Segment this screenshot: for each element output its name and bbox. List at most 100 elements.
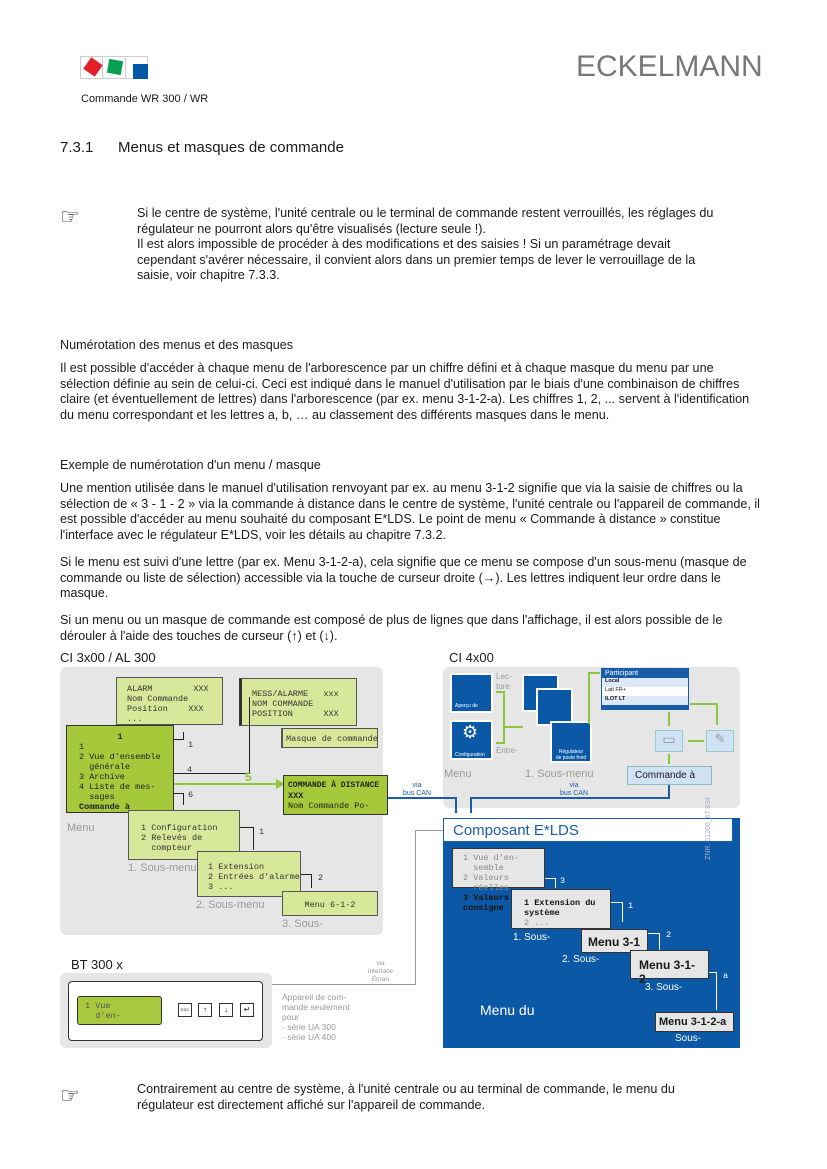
note-1-text: Si le centre de système, l'unité central… [137, 206, 714, 236]
elds-main-menu: 1 Vue d'en- semble 2 Valeurs réelles [452, 848, 545, 893]
lcd-line: 4 Liste de mes- [79, 782, 156, 792]
doc-subtitle: Commande WR 300 / WR [81, 93, 209, 105]
lcd-line: NOM COMMANDE [252, 699, 314, 709]
lcd-line: ALARM XXX [127, 684, 209, 694]
configuration-tile[interactable]: Configuration [450, 720, 493, 760]
arrow-label: 1 [188, 740, 194, 750]
arrow-label: 4 [187, 765, 193, 775]
bt-title: BT 300 x [71, 957, 123, 972]
note-line: - série UA 300 [282, 1022, 336, 1032]
lcd-line: MESS/ALARME xxx [252, 689, 339, 699]
edit-icon[interactable]: ✎ [706, 730, 734, 752]
lcd-line: 1 Configuration [141, 823, 218, 833]
participant-row[interactable]: ILOT LT [602, 696, 688, 705]
enter-key[interactable]: ↵ [240, 1003, 254, 1017]
lcd-line: 1 Vue [85, 1001, 111, 1011]
lcd-line: d'en- [85, 1011, 121, 1021]
gear-icon: ⚙ [462, 722, 479, 742]
note-line: - série UA 400 [282, 1032, 336, 1042]
lcd-line: POSITION XXX [252, 709, 339, 719]
lcd-line: générale [79, 762, 131, 772]
elds-title: Composant E*LDS [443, 818, 733, 842]
esc-key[interactable]: ESC [178, 1003, 192, 1017]
main-menu-screen[interactable]: 1 1 2 Vue d'ensemble générale 3 Archive … [66, 725, 174, 813]
participant-row[interactable]: Local [602, 678, 688, 687]
cold-station-tile[interactable]: Régulateur de poste froid [550, 721, 592, 763]
ci4-title: CI 4x00 [449, 650, 494, 665]
remote-control-button[interactable]: Commande à [627, 766, 712, 785]
elds-submenu-1: 1 Extension du système 2 ... [511, 889, 611, 929]
pointing-hand-icon: ☞ [60, 1083, 80, 1108]
heading-example: Exemple de numérotation d'un menu / masq… [60, 458, 321, 472]
note-line: Appareil de com- [282, 992, 347, 1002]
arrow-label: 2 [666, 930, 672, 940]
elds-submenu-3-label: 3. Sous- [645, 982, 683, 993]
masque-screen: Masque de commande [281, 728, 378, 748]
tile-label: Configuration [455, 752, 485, 758]
arrow-label: 1 [628, 901, 634, 911]
note-1-text-2: Il est alors impossible de procéder à de… [137, 237, 696, 283]
arrow-label: 6 [188, 790, 194, 800]
bt-display: 1 Vue d'en- [77, 996, 162, 1025]
submenu-2-screen: 1 Extension 2 Entrées d'alarme 3 ... [197, 851, 301, 897]
arrow-label: a [723, 971, 729, 981]
via-interface-label: via interface Écran [368, 960, 393, 983]
lcd-line: sages [79, 792, 115, 802]
tile-label: Aperçu de [455, 703, 478, 709]
down-key[interactable]: ↓ [219, 1003, 233, 1017]
note-2-text: Contrairement au centre de système, à l'… [137, 1082, 675, 1112]
participant-panel: Participant Local Lait FR+ ILOT LT [601, 668, 689, 710]
pointing-hand-icon: ☞ [60, 204, 80, 229]
up-key[interactable]: ↑ [198, 1003, 212, 1017]
lcd-line: 2 Entrées d'alarme [208, 872, 300, 882]
lcd-line: 3 Archive [79, 772, 125, 782]
note-line: mande seulement [282, 1002, 350, 1012]
lcd-line: 1 [117, 732, 123, 742]
lcd-line: Nom Commande Po- [288, 801, 370, 811]
para-4: Si un menu ou un masque de commande est … [60, 613, 723, 643]
menu-label: Menu [67, 822, 95, 834]
ci4-menu-label: Menu [444, 768, 472, 780]
lcd-line: semble [463, 863, 504, 873]
lcd-line: système [524, 908, 560, 918]
lcd-line: 1 Extension [208, 862, 265, 872]
via-can-label-2: via bus CAN [560, 782, 589, 797]
tile-label: Régulateur de poste froid [555, 749, 587, 761]
lcd-line: consigne [463, 903, 504, 913]
elds-menu-label: Menu du [480, 1002, 535, 1018]
overview-tile[interactable]: Aperçu de [450, 673, 493, 713]
section-number: 7.3.1 [60, 139, 94, 156]
lcd-line: 3 Valeurs [463, 893, 509, 903]
ci4-submenu-label: 1. Sous-menu [525, 768, 594, 780]
lcd-line: Position XXX [127, 704, 204, 714]
entree-label: Entre- [496, 746, 518, 755]
menu-3-1: Menu 3-1 [581, 929, 648, 953]
lcd-line: Commande à [79, 802, 131, 812]
lcd-line: 2 Relevés de [141, 833, 203, 843]
bt-note: Appareil de com- mande seulement pour - … [282, 992, 350, 1042]
elds-submenu-1-label: 1. Sous- [513, 932, 551, 943]
lcd-line: 1 Extension du [524, 898, 596, 908]
elds-submenu-4-label: Sous- [675, 1033, 702, 1044]
lcd-line: Nom Commande [127, 694, 189, 704]
submenu-3-label: 3. Sous- [282, 918, 323, 930]
lcd-line: XXX [288, 791, 304, 801]
monitor-icon[interactable]: ▭ [655, 730, 683, 752]
lcd-line: 1 Vue d'en- [463, 853, 520, 863]
heading-numbering: Numérotation des menus et des masques [60, 338, 294, 352]
brand-logo: ECKELMANN [576, 50, 763, 83]
para-1: Il est possible d'accéder à chaque menu … [60, 361, 750, 422]
elds-selected-item[interactable]: 3 Valeurs consigne [463, 893, 509, 913]
lcd-line: 2 ... [524, 918, 550, 928]
lecture-label: Lec- ture [496, 672, 512, 691]
arrow-label: 3 [560, 876, 566, 886]
note-1: Si le centre de système, l'unité central… [137, 206, 717, 284]
arrow-label: 5 [245, 770, 252, 784]
via-can-label: via bus CAN [403, 782, 432, 797]
elds-submenu-2-label: 2. Sous- [562, 954, 600, 965]
lcd-line: réelles [463, 883, 509, 893]
participant-row[interactable]: Lait FR+ [602, 687, 688, 696]
ci3-title: CI 3x00 / AL 300 [60, 650, 156, 665]
lcd-line: 1 [79, 742, 85, 752]
remote-screen: COMMANDE À DISTANCE XXX Nom Commande Po- [283, 775, 388, 815]
